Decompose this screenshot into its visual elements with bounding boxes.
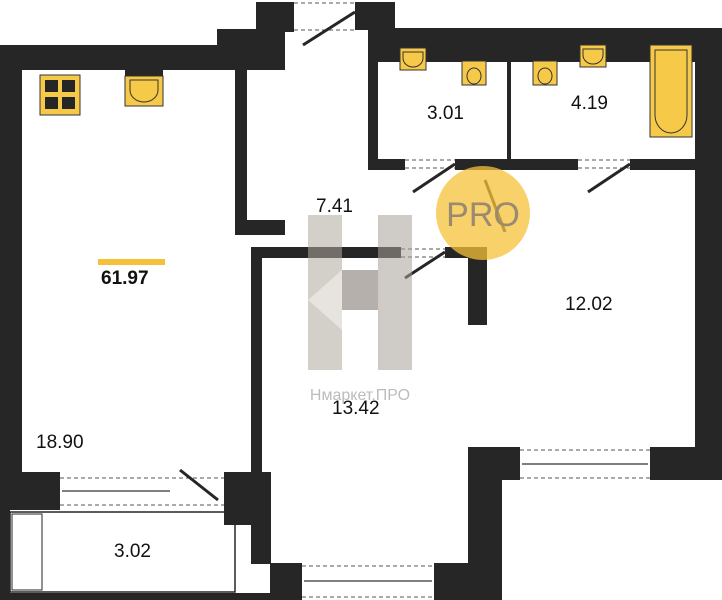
room-area-kitchen-living: 18.90 — [36, 432, 84, 453]
bath-toilet-icon — [532, 45, 558, 86]
stove-icon — [39, 74, 81, 116]
balcony-outline — [9, 511, 236, 593]
pro-badge: PRO — [436, 166, 530, 260]
total-area: 61.97 — [101, 268, 149, 289]
svg-text:PRO: PRO — [446, 196, 520, 234]
room-area-corridor: 7.41 — [316, 196, 353, 217]
room-area-balcony: 3.02 — [114, 541, 151, 562]
windows — [60, 2, 650, 598]
total-area-bar — [98, 259, 165, 265]
bathtub-icon — [649, 44, 693, 138]
room-area-bedroom-2: 12.02 — [565, 294, 613, 315]
kitchen-sink-icon — [124, 70, 164, 107]
wc-sink-icon — [399, 47, 427, 71]
watermark-logo: Нмаркет.ПРО — [308, 215, 412, 404]
room-area-wc: 3.01 — [427, 103, 464, 124]
window-sashes — [62, 463, 648, 582]
wc-toilet-icon — [461, 45, 487, 86]
room-area-bedroom-1: 13.42 — [332, 398, 380, 419]
bath-sink-icon — [579, 44, 607, 68]
room-area-bathroom: 4.19 — [571, 93, 608, 114]
svg-text:Нмаркет.ПРО: Нмаркет.ПРО — [310, 387, 410, 404]
